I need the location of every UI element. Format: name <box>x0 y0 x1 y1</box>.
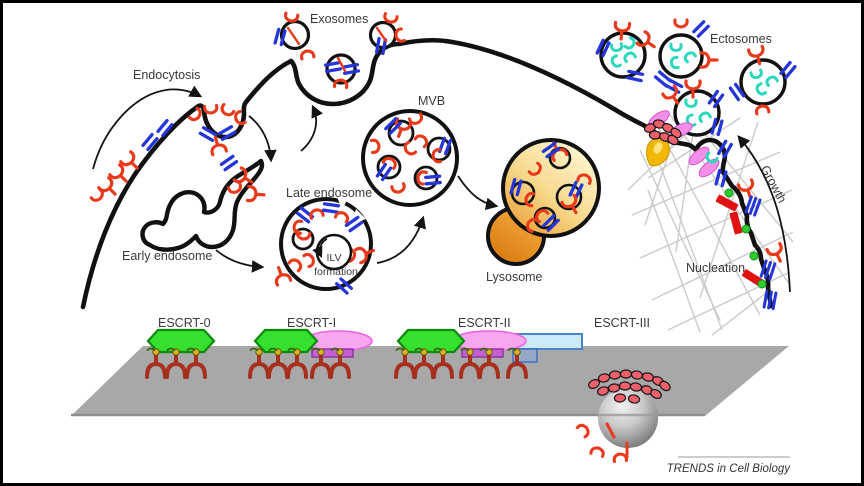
credit-text: TRENDS in Cell Biology <box>667 463 792 475</box>
receptor-stem <box>286 26 301 46</box>
budding-ectosome <box>642 79 733 188</box>
label-ectosomes: Ectosomes <box>710 32 772 46</box>
internalization-arrow <box>248 115 277 163</box>
mvb-to-lysosome-arrow <box>457 175 499 211</box>
escrt0-hexagon <box>396 328 466 354</box>
yellow-drop-highlight <box>653 142 663 154</box>
early-to-late-arrow <box>215 249 265 273</box>
growth-arrow <box>737 135 791 293</box>
label-late-endosome: Late endosome <box>286 186 372 200</box>
escrt0-complex <box>145 328 216 379</box>
label-early-endosome: Early endosome <box>122 249 212 263</box>
endocytosis-arrow <box>92 85 203 170</box>
escrt-platform <box>71 328 789 464</box>
nucleation-dot-icon <box>741 224 751 234</box>
label-ilv-2: formation <box>314 266 358 278</box>
plasma-membrane <box>80 37 774 310</box>
vesicle <box>555 183 583 211</box>
late-to-mvb-arrow <box>376 215 426 264</box>
ectosomes-group <box>595 18 797 116</box>
late-endosome <box>270 194 378 295</box>
label-escrt0: ESCRT-0 <box>158 316 211 330</box>
nucleation-dot-icon <box>749 251 759 261</box>
labels: Exosomes Endocytosis MVB Late endosome E… <box>122 12 789 330</box>
escrt0-hexagon <box>253 328 319 354</box>
label-lysosome: Lysosome <box>486 270 543 284</box>
receptor-stem <box>605 422 616 439</box>
budding-vesicle-sphere <box>598 388 658 448</box>
nucleation-dot-icon <box>757 279 767 289</box>
journal-credit: TRENDS in Cell Biology <box>667 456 792 475</box>
label-ilv-1: ILV <box>327 252 342 264</box>
membrane-notch <box>336 194 349 210</box>
membrane-sheet <box>71 346 789 416</box>
mvb <box>361 109 459 207</box>
label-mvb: MVB <box>418 94 445 108</box>
receptor-stem <box>375 26 388 43</box>
escrt2-complex <box>394 328 583 379</box>
lysosome <box>486 138 601 266</box>
label-nucleation: Nucleation <box>686 261 745 275</box>
early-endosome <box>140 154 267 252</box>
receptor-stem <box>336 56 347 73</box>
exosomes-group <box>273 11 406 90</box>
vesicle <box>533 206 557 230</box>
escrt0-hexagon <box>146 328 216 354</box>
label-escrt3: ESCRT-III <box>594 316 650 330</box>
label-exosomes: Exosomes <box>310 12 368 26</box>
escrt3-bud <box>575 369 673 464</box>
ectosome-vesicle <box>599 31 647 79</box>
ectosome-vesicle <box>739 58 787 106</box>
label-endocytosis: Endocytosis <box>133 68 200 82</box>
label-escrt1: ESCRT-I <box>287 316 336 330</box>
escrt1-complex <box>248 328 373 379</box>
ilv-arrow <box>312 238 328 259</box>
label-escrt2: ESCRT-II <box>458 316 511 330</box>
mvb-to-membrane-arrow <box>300 104 323 152</box>
arrows <box>92 85 791 293</box>
nucleation-dot-icon <box>724 188 734 198</box>
